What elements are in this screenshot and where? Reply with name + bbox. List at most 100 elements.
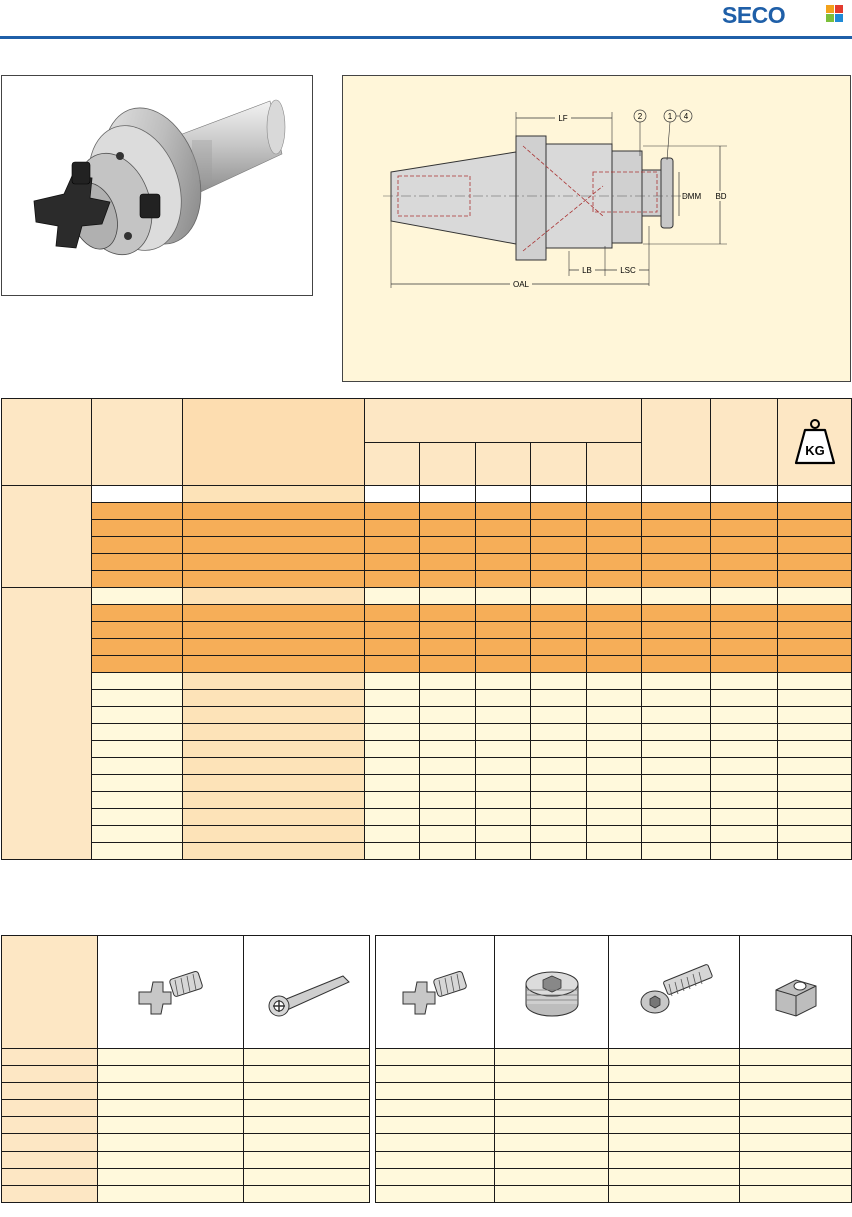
table-cell — [530, 808, 587, 826]
table-row — [2, 655, 852, 673]
table-cell — [641, 604, 712, 622]
table-cell — [475, 485, 531, 503]
accessories-table-left — [1, 935, 370, 1203]
table-cell — [530, 672, 587, 690]
table-cell — [419, 553, 476, 571]
table-cell — [475, 842, 531, 860]
table-cell — [530, 604, 587, 622]
accessory-row — [1, 1099, 370, 1118]
table-cell — [585, 672, 643, 690]
table-cell — [777, 519, 852, 537]
table-cell — [91, 706, 183, 724]
accessory-cell — [97, 1047, 244, 1067]
table-cell — [777, 485, 852, 503]
table-cell — [710, 842, 779, 860]
table-cell — [641, 536, 712, 554]
table-cell — [91, 519, 183, 537]
accessory-row — [1, 1082, 370, 1101]
table-cell — [641, 587, 712, 605]
table-cell — [475, 502, 531, 520]
table-cell — [710, 655, 779, 673]
table-row — [2, 791, 852, 809]
table-cell — [91, 655, 183, 673]
table-cell — [710, 723, 779, 741]
table-cell — [641, 553, 712, 571]
table-cell — [182, 655, 365, 673]
accessory-cell — [97, 1099, 244, 1118]
table-cell — [91, 808, 183, 826]
accessory-row — [375, 1184, 852, 1203]
table-cell — [475, 655, 531, 673]
table-cell — [182, 757, 365, 775]
header-cell — [91, 398, 183, 486]
table-cell — [777, 706, 852, 724]
table-cell — [710, 638, 779, 656]
logo-square-blue — [835, 14, 843, 22]
table-cell — [419, 672, 476, 690]
table-cell — [182, 740, 365, 758]
table-cell — [419, 842, 476, 860]
table-cell — [419, 604, 476, 622]
accessory-cell — [739, 1133, 852, 1152]
accessory-cell — [97, 1065, 244, 1084]
accessory-cell — [608, 1047, 740, 1067]
table-cell — [585, 689, 643, 707]
table-cell — [777, 553, 852, 571]
table-cell — [530, 553, 587, 571]
table-row — [2, 774, 852, 792]
table-cell — [475, 587, 531, 605]
table-cell — [91, 570, 183, 588]
table-cell — [475, 604, 531, 622]
table-cell — [91, 723, 183, 741]
seco-logo-text: SECO — [722, 2, 785, 28]
table-cell — [530, 638, 587, 656]
accessory-row — [1, 1167, 370, 1186]
table-cell — [641, 825, 712, 843]
callout-2: 2 — [638, 112, 643, 121]
spanner-wrench-icon — [268, 975, 350, 1017]
table-cell — [585, 808, 643, 826]
accessory-cell — [375, 1150, 495, 1169]
header-cell — [182, 398, 365, 486]
table-cell — [641, 757, 712, 775]
table-cell — [777, 740, 852, 758]
group-label-cell — [1, 587, 92, 860]
table-cell — [641, 621, 712, 639]
table-cell — [419, 570, 476, 588]
accessories-right-body — [375, 1047, 852, 1203]
accessory-cell — [739, 1150, 852, 1169]
table-cell — [585, 570, 643, 588]
table-cell — [91, 502, 183, 520]
table-cell — [475, 570, 531, 588]
table-cell — [419, 519, 476, 537]
table-cell — [419, 587, 476, 605]
table-row — [1, 485, 852, 588]
table-cell — [777, 570, 852, 588]
accessory-icon-cell — [739, 935, 852, 1049]
table-cell — [364, 587, 420, 605]
table-cell — [530, 842, 587, 860]
table-cell — [530, 689, 587, 707]
accessory-row — [375, 1047, 852, 1067]
table-cell — [777, 621, 852, 639]
header-subcell — [585, 442, 643, 486]
accessory-row — [375, 1133, 852, 1152]
table-cell — [419, 621, 476, 639]
table-cell — [91, 621, 183, 639]
table-cell — [777, 808, 852, 826]
table-cell — [641, 485, 712, 503]
accessory-cell — [97, 1116, 244, 1135]
table-cell — [641, 740, 712, 758]
header-weight-cell: KG — [777, 398, 852, 486]
accessory-cell — [494, 1047, 609, 1067]
accessory-cell — [739, 1116, 852, 1135]
table-cell — [710, 740, 779, 758]
table-row — [2, 519, 852, 537]
table-cell — [475, 621, 531, 639]
accessory-cell — [97, 1082, 244, 1101]
accessories-left-body — [1, 1047, 370, 1203]
header-subcell — [364, 442, 420, 486]
table-cell — [530, 757, 587, 775]
table-cell — [641, 808, 712, 826]
accessory-cell — [1, 1116, 98, 1135]
